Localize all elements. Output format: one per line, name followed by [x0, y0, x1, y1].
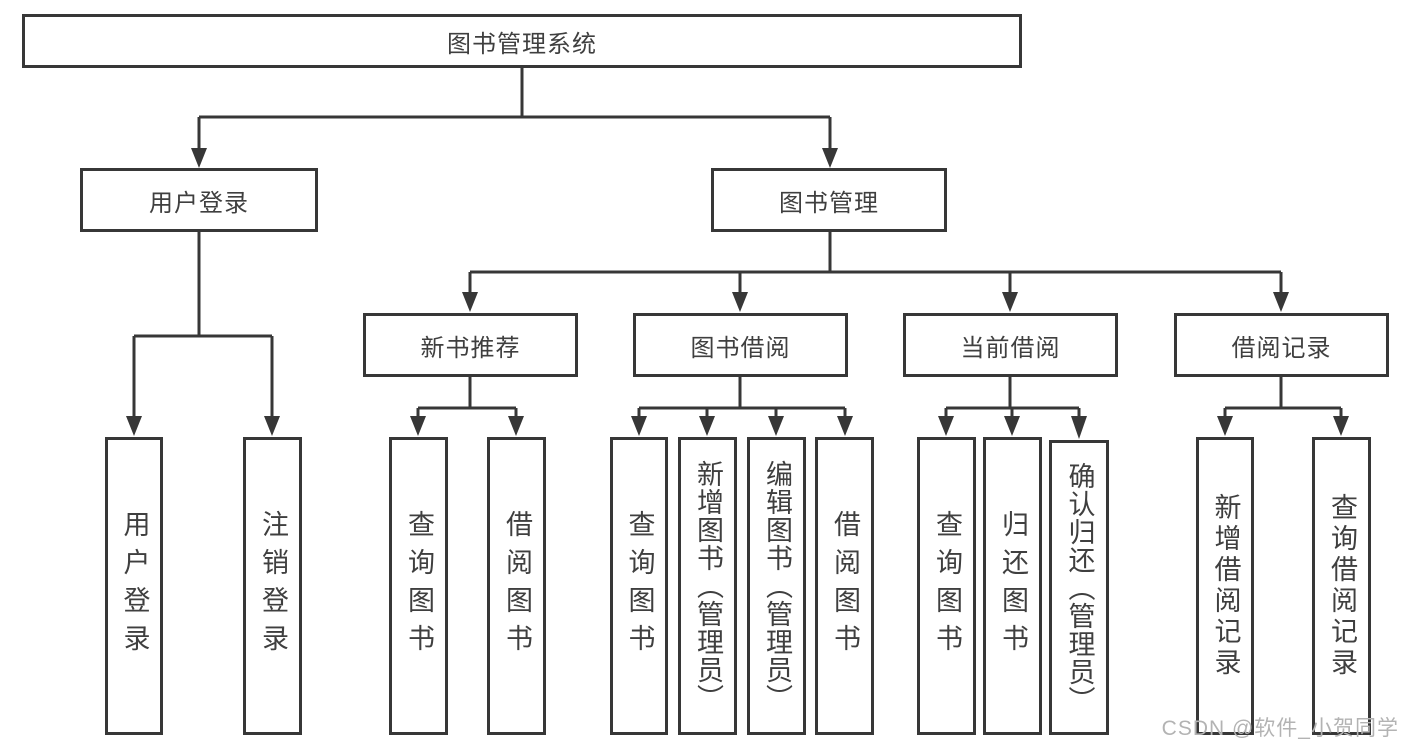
leaf-edit-book-admin-label: 编辑图书（管理员）: [762, 460, 792, 712]
node-book-management: 图书管理: [711, 168, 947, 232]
node-borrow-records: 借阅记录: [1174, 313, 1389, 377]
leaf-user-login: 用户登录: [105, 437, 163, 735]
leaf-query-borrow-record: 查询借阅记录: [1312, 437, 1371, 735]
leaf-query-book-3-label: 查询图书: [932, 510, 962, 662]
node-current-borrow-label: 当前借阅: [960, 334, 1061, 362]
leaf-add-borrow-record: 新增借阅记录: [1196, 437, 1254, 735]
leaf-query-book-1: 查询图书: [389, 437, 448, 735]
node-book-management-label: 图书管理: [779, 189, 879, 217]
node-root-label: 图书管理系统: [447, 30, 597, 58]
leaf-return-book-label: 归还图书: [998, 510, 1028, 662]
leaf-borrow-book-1-label: 借阅图书: [502, 510, 532, 662]
node-borrow-records-label: 借阅记录: [1231, 334, 1332, 362]
node-user-login-label: 用户登录: [149, 189, 249, 217]
node-root: 图书管理系统: [22, 14, 1022, 68]
leaf-user-login-label: 用户登录: [119, 510, 150, 662]
leaf-query-book-1-label: 查询图书: [404, 510, 434, 662]
leaf-confirm-return-admin: 确认归还（管理员）: [1049, 440, 1109, 735]
leaf-borrow-book-2: 借阅图书: [815, 437, 874, 735]
leaf-logout-label: 注销登录: [258, 510, 288, 662]
leaf-add-borrow-record-label: 新增借阅记录: [1210, 493, 1241, 679]
leaf-logout: 注销登录: [243, 437, 302, 735]
node-new-book-recommend: 新书推荐: [363, 313, 578, 377]
leaf-query-book-2: 查询图书: [610, 437, 668, 735]
node-book-borrow-label: 图书借阅: [690, 334, 791, 362]
leaf-borrow-book-2-label: 借阅图书: [830, 510, 860, 662]
watermark: CSDN @软件_小贺同学: [1161, 717, 1399, 740]
leaf-query-book-2-label: 查询图书: [624, 510, 655, 662]
leaf-add-book-admin-label: 新增图书（管理员）: [693, 460, 723, 712]
leaf-query-book-3: 查询图书: [917, 437, 976, 735]
leaf-return-book: 归还图书: [983, 437, 1042, 735]
node-new-book-recommend-label: 新书推荐: [420, 334, 521, 362]
leaf-add-book-admin: 新增图书（管理员）: [678, 437, 737, 735]
leaf-confirm-return-admin-label: 确认归还（管理员）: [1064, 461, 1095, 714]
node-book-borrow: 图书借阅: [633, 313, 848, 377]
leaf-edit-book-admin: 编辑图书（管理员）: [747, 437, 806, 735]
node-current-borrow: 当前借阅: [903, 313, 1118, 377]
leaf-borrow-book-1: 借阅图书: [487, 437, 546, 735]
leaf-query-borrow-record-label: 查询借阅记录: [1327, 493, 1357, 679]
node-user-login: 用户登录: [80, 168, 318, 232]
